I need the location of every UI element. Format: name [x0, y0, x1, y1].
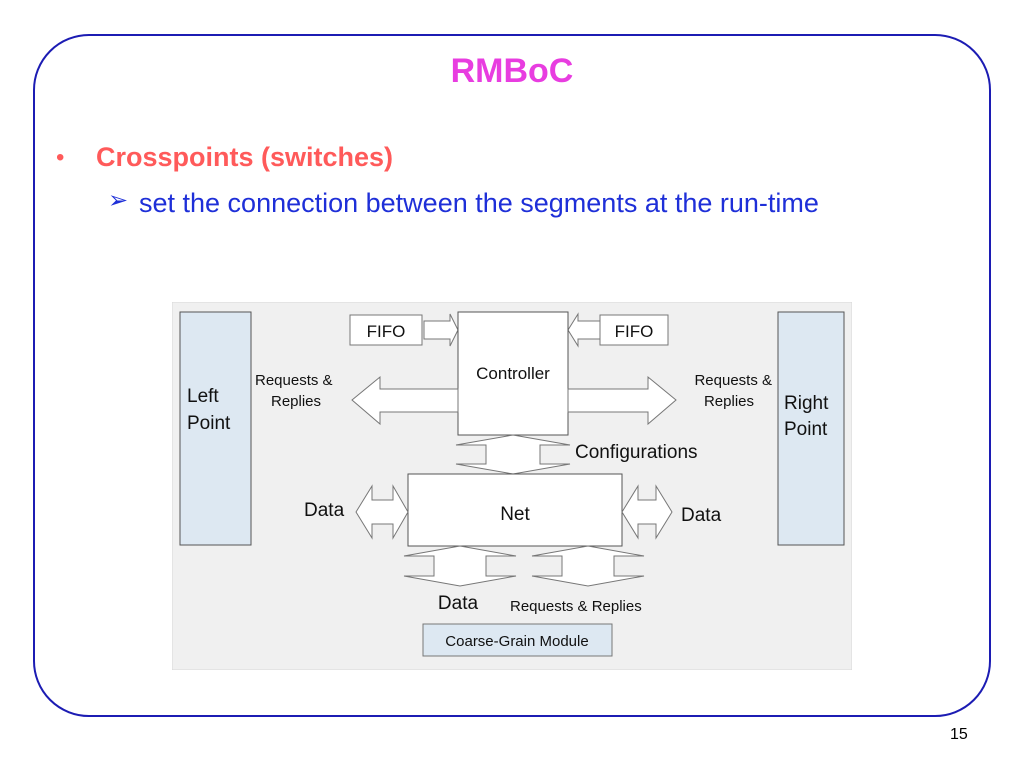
requests-right-label-line2: Replies	[704, 393, 754, 410]
bullet-crosspoints: Crosspoints (switches)	[96, 142, 394, 172]
requests-bottom-label: Requests & Replies	[510, 598, 642, 615]
net-label: Net	[500, 504, 530, 525]
data-right-label: Data	[681, 505, 722, 526]
coarse-grain-module-label: Coarse-Grain Module	[445, 633, 588, 650]
configurations-label: Configurations	[575, 442, 698, 463]
requests-right-label-line1: Requests &	[694, 372, 772, 389]
fifo-left-arrow	[423, 313, 459, 347]
fifo-left-box	[349, 314, 423, 346]
coarse-grain-module-box	[422, 623, 613, 657]
left-point-box	[179, 311, 252, 546]
sub-bullet-marker: ➢	[108, 187, 129, 214]
requests-left-label-line2: Replies	[271, 393, 321, 410]
right-point-label-line2: Point	[784, 419, 828, 440]
net-box	[407, 473, 623, 547]
fifo-right-label: FIFO	[615, 322, 654, 341]
data-bottom-label: Data	[438, 593, 479, 614]
slide-frame	[33, 34, 991, 717]
data-left-label: Data	[304, 500, 345, 521]
fifo-left-label: FIFO	[367, 322, 406, 341]
requests-left-arrow	[351, 375, 459, 426]
left-point-label-line2: Point	[187, 413, 231, 434]
sub-bullet-text: set the connection between the segments …	[139, 188, 819, 218]
controller-box	[457, 311, 569, 436]
fifo-right-box	[599, 314, 669, 346]
requests-right-arrow	[567, 375, 677, 426]
slide-title: RMBoC	[450, 52, 574, 90]
data-left-arrow	[355, 484, 409, 540]
rmboc-diagram: Left Point Right Point FIFO FIFO Control…	[172, 302, 852, 670]
data-right-arrow	[621, 484, 673, 540]
bullet-marker: •	[56, 144, 65, 171]
right-point-label-line1: Right	[784, 393, 829, 414]
fifo-right-arrow	[567, 312, 601, 348]
data-bottom-arrow	[403, 545, 517, 587]
requests-left-label-line1: Requests &	[255, 372, 333, 389]
left-point-label-line1: Left	[187, 386, 219, 407]
controller-label: Controller	[476, 364, 550, 383]
right-point-box	[777, 311, 845, 546]
requests-bottom-arrow	[531, 545, 645, 587]
page-number: 15	[950, 726, 968, 743]
